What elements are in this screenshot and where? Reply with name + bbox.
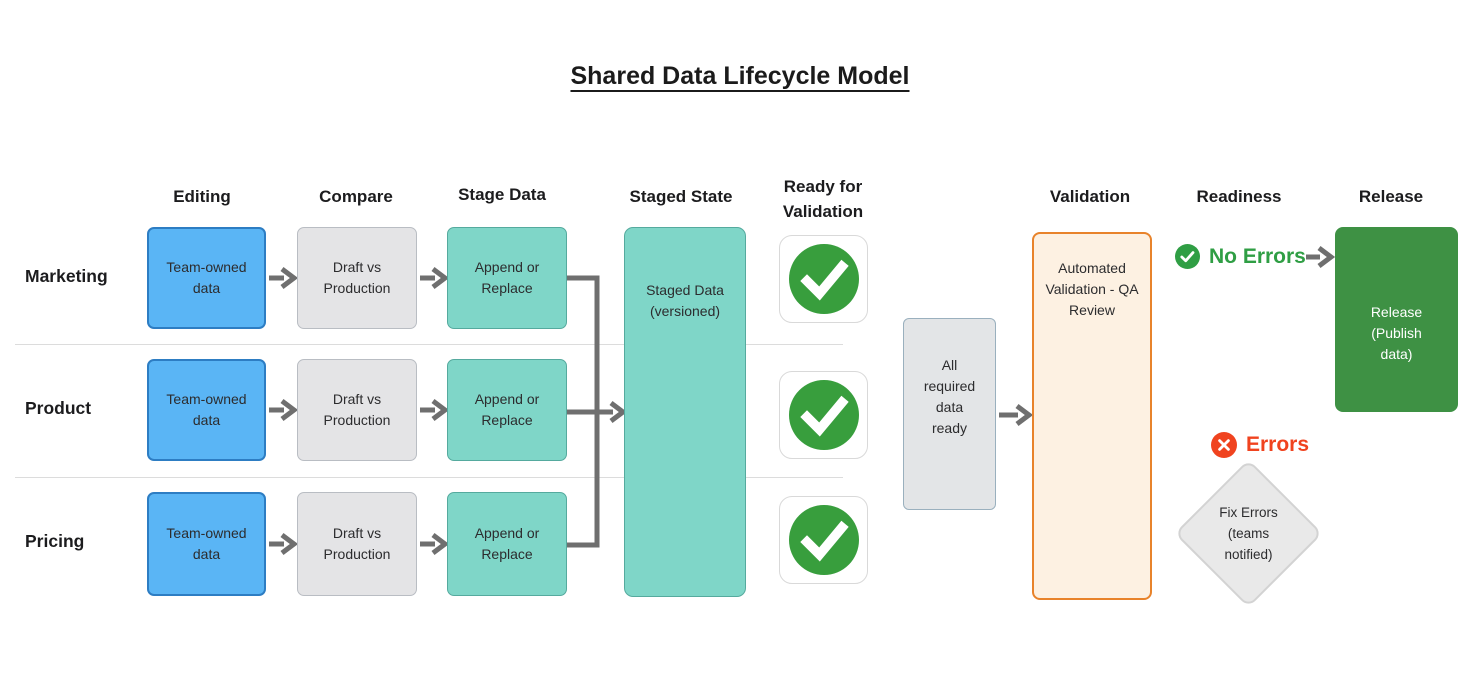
node-label: Automated Validation - QA Review [1045, 260, 1139, 318]
row-label-product: Product [25, 398, 92, 418]
node-staged-data-versioned: Staged Data (versioned) [624, 227, 746, 597]
check-circle-icon [788, 244, 859, 314]
readiness-no-errors: No Errors [1175, 244, 1306, 269]
node-label: Append or Replace [474, 525, 540, 562]
arrow-head [609, 401, 628, 423]
node-all-required-data-ready: All required data ready [903, 318, 996, 510]
column-header-staged-state: Staged State [629, 187, 733, 206]
node-label: Draft vs Production [323, 391, 391, 428]
readiness-errors: Errors [1211, 432, 1309, 458]
node-automated-validation: Automated Validation - QA Review [1032, 232, 1152, 600]
node-release-publish-data: Release (Publish data) [1335, 227, 1458, 412]
x-circle-icon [1211, 432, 1237, 458]
arrow-head [280, 533, 299, 555]
node-append-or-replace: Append or Replace [447, 492, 567, 596]
node-append-or-replace: Append or Replace [447, 359, 567, 461]
elbow-connector-top [567, 275, 600, 412]
node-label: Team-owned data [166, 391, 247, 428]
column-header-readiness: Readiness [1196, 187, 1282, 206]
node-draft-vs-production: Draft vs Production [297, 227, 417, 329]
arrow-head [280, 399, 299, 421]
elbow-connector-bottom [567, 412, 600, 548]
check-circle-icon [788, 380, 859, 450]
arrow-head [1015, 404, 1034, 426]
arrow-head [431, 267, 450, 289]
ready-check-badge [779, 371, 868, 459]
arrow-head [280, 267, 299, 289]
node-draft-vs-production: Draft vs Production [297, 359, 417, 461]
node-team-owned-data: Team-owned data [147, 359, 266, 461]
node-label: Staged Data (versioned) [646, 282, 724, 319]
node-label: Team-owned data [166, 525, 247, 562]
column-header-compare: Compare [319, 187, 393, 206]
errors-label: Errors [1246, 433, 1310, 456]
node-label: Team-owned data [166, 259, 247, 296]
arrow-head [1317, 246, 1336, 268]
node-label: Release (Publish data) [1370, 304, 1423, 362]
column-header-release: Release [1358, 187, 1424, 206]
node-label: Append or Replace [474, 259, 540, 296]
column-header-editing: Editing [173, 187, 231, 206]
node-draft-vs-production: Draft vs Production [297, 492, 417, 596]
no-errors-label: No Errors [1209, 244, 1306, 268]
page-title: Shared Data Lifecycle Model [570, 62, 910, 90]
ready-check-badge [779, 235, 868, 323]
column-header-ready-for-validation: Ready for Validation [782, 177, 864, 221]
column-header-validation: Validation [1049, 187, 1131, 206]
column-header-stage-data: Stage Data [458, 185, 546, 204]
node-label: Append or Replace [474, 391, 540, 428]
node-label: All required data ready [923, 357, 976, 436]
node-team-owned-data: Team-owned data [147, 492, 266, 596]
row-separator [15, 477, 843, 478]
node-label: Draft vs Production [323, 525, 391, 562]
fix-errors-label-wrap: Fix Errors (teams notified) [1196, 481, 1301, 586]
check-circle-icon [788, 505, 859, 575]
node-label: Fix Errors (teams notified) [1219, 505, 1278, 562]
check-circle-icon [1175, 244, 1200, 269]
row-label-pricing: Pricing [25, 531, 85, 551]
ready-check-badge [779, 496, 868, 584]
node-team-owned-data: Team-owned data [147, 227, 266, 329]
arrow-head [431, 533, 450, 555]
arrow-head [431, 399, 450, 421]
node-append-or-replace: Append or Replace [447, 227, 567, 329]
node-label: Draft vs Production [323, 259, 391, 296]
row-label-marketing: Marketing [25, 266, 108, 286]
row-separator [15, 344, 843, 345]
